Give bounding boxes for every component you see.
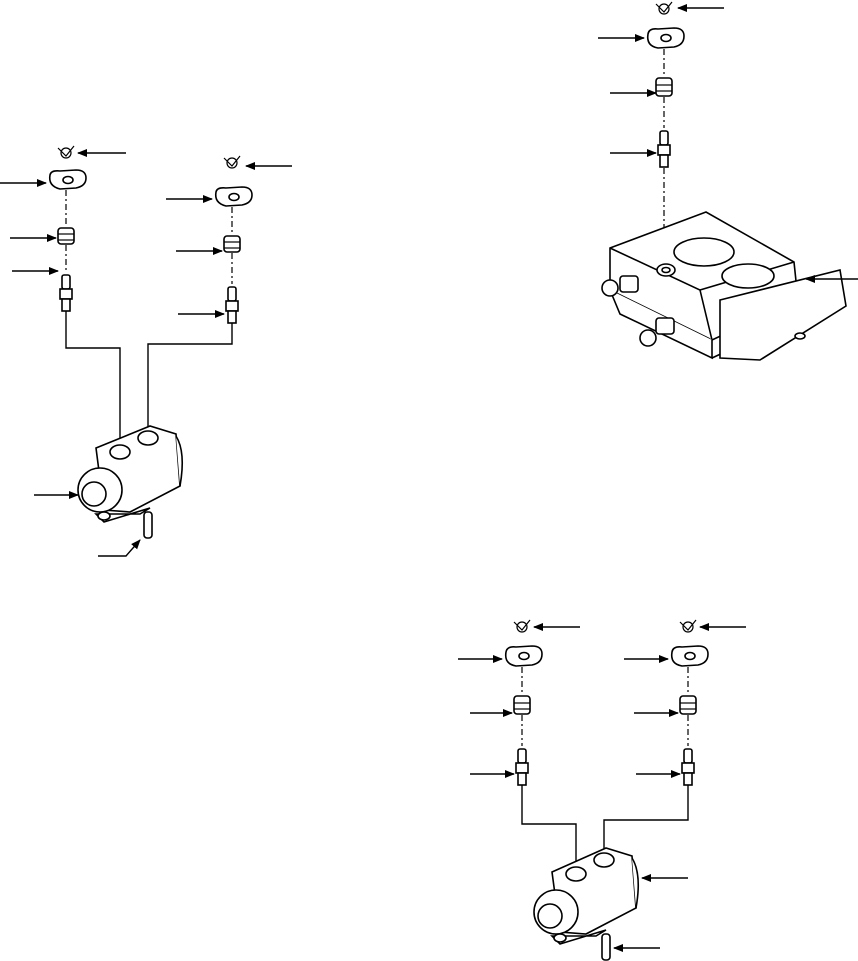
nut-icon [513,695,531,715]
stack-left-c [504,619,543,786]
flange-plate-icon [214,186,253,207]
lockwire-icon [513,619,531,633]
dowel-pin-icon [143,511,153,539]
flange-plate-icon [646,27,685,49]
cylinder-icon [533,847,640,945]
assembly-group-top-left [0,145,292,557]
nut-icon [655,77,673,97]
lockwire-icon [679,619,697,633]
assembly-group-top-right [598,1,858,361]
flange-plate-icon [504,645,543,667]
stack-right-a [214,155,253,324]
arrow-icon [98,539,141,557]
flange-plate-icon [670,645,709,667]
tube-line [147,323,233,432]
lockwire-icon [223,155,241,169]
stack-right-c [670,619,709,786]
fitting-icon [225,286,239,324]
nut-icon [223,235,241,253]
valve-block-icon [601,211,847,361]
lockwire-icon [655,1,673,15]
stack-left-a [48,145,87,312]
fitting-icon [515,748,529,786]
fitting-icon [59,274,73,312]
stack-valve [646,1,685,262]
dowel-pin-icon [601,933,611,961]
nut-icon [57,227,75,245]
tube-line [65,311,121,444]
tube-line [603,785,689,852]
lockwire-icon [57,145,75,159]
flange-plate-icon [48,169,87,190]
fitting-icon [681,748,695,786]
fitting-icon [657,130,671,168]
cylinder-icon [77,425,184,523]
nut-icon [679,695,697,715]
assembly-group-bottom-right [458,619,746,961]
tube-line [521,785,577,866]
